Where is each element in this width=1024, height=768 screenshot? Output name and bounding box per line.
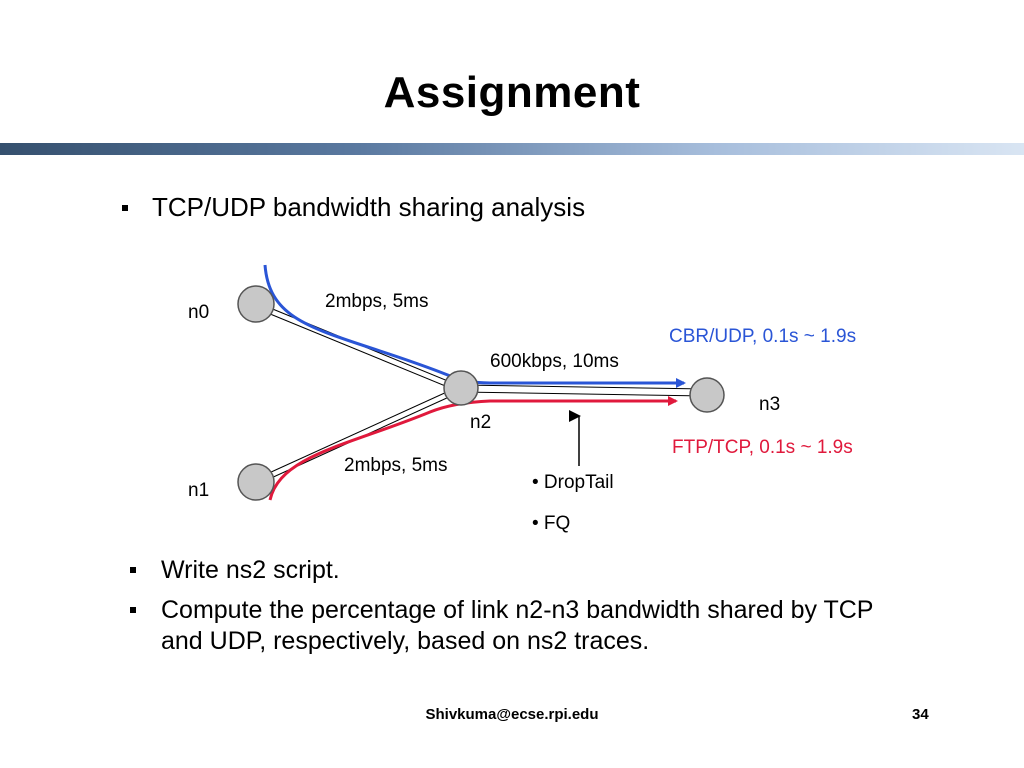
link-label-n1-n2: 2mbps, 5ms xyxy=(344,455,447,476)
node-n3 xyxy=(689,377,725,413)
link-label-n0-n2: 2mbps, 5ms xyxy=(325,291,428,312)
list-item: Compute the percentage of link n2-n3 ban… xyxy=(130,595,921,657)
footer-email: Shivkuma@ecse.rpi.edu xyxy=(425,706,599,723)
link-n2-n3 xyxy=(459,384,707,397)
main-bullet-text: TCP/UDP bandwidth sharing analysis xyxy=(152,192,586,222)
title-divider-bar xyxy=(0,143,1024,155)
tcp-flow-label: FTP/TCP, 0.1s ~ 1.9s xyxy=(672,437,853,458)
udp-flow-path xyxy=(263,264,686,388)
node-label-n0: n0 xyxy=(188,302,209,323)
slide-title: Assignment xyxy=(383,68,641,117)
node-n2 xyxy=(443,370,479,406)
udp-flow-label: CBR/UDP, 0.1s ~ 1.9s xyxy=(669,326,856,347)
main-bullet: TCP/UDP bandwidth sharing analysis xyxy=(122,192,585,223)
queue-option-fq: • FQ xyxy=(532,513,570,534)
node-label-n3: n3 xyxy=(759,394,780,415)
node-label-n1: n1 xyxy=(188,480,209,501)
page-number: 34 xyxy=(912,706,929,723)
node-n1 xyxy=(237,463,275,501)
link-n0-n2 xyxy=(257,302,461,393)
node-label-n2: n2 xyxy=(470,412,491,433)
link-label-n2-n3: 600kbps, 10ms xyxy=(490,351,619,372)
square-bullet-icon xyxy=(130,607,136,613)
bullet-list: Write ns2 script. Compute the percentage… xyxy=(130,555,921,666)
node-n0 xyxy=(237,285,275,323)
square-bullet-icon xyxy=(122,205,128,211)
list-item-text: Compute the percentage of link n2-n3 ban… xyxy=(161,596,874,655)
square-bullet-icon xyxy=(130,567,136,573)
list-item: Write ns2 script. xyxy=(130,555,921,586)
list-item-text: Write ns2 script. xyxy=(161,556,340,584)
queue-option-droptail: • DropTail xyxy=(532,472,614,493)
